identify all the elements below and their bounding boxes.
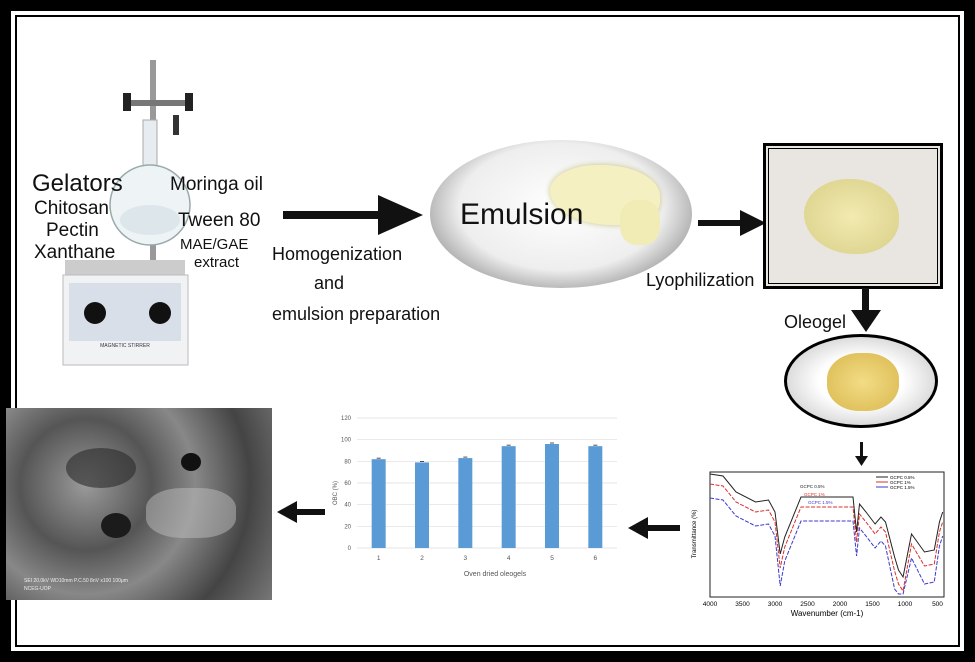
y-tick-label: 100	[341, 438, 352, 444]
emulsion-preparation-label: emulsion preparation	[272, 304, 441, 324]
bar	[458, 458, 473, 548]
y-tick-label: 40	[344, 503, 351, 509]
ftir-spectrum-chart: Transmittance (%) Wavenumber (cm-1) 4000…	[692, 471, 945, 618]
sem-caption-1: SEI 20.0kV WD10mm P.C.50 8nV x100 100μm	[24, 578, 128, 584]
ftir-ylabel: Transmittance (%)	[692, 510, 698, 559]
gelator-xanthane: Xanthane	[34, 242, 116, 263]
x-tick-label: 2000	[833, 601, 848, 608]
gelator-pectin: Pectin	[46, 220, 99, 241]
bar	[371, 459, 386, 548]
x-tick-label: 1	[377, 555, 381, 562]
gelator-chitosan: Chitosan	[34, 198, 109, 219]
x-tick-label: 5	[550, 555, 554, 562]
arrow-down-icon	[851, 288, 881, 332]
oleogel-photo	[784, 334, 938, 428]
sem-micrograph: SEI 20.0kV WD10mm P.C.50 8nV x100 100μm …	[6, 408, 272, 600]
lyophilized-photo	[763, 143, 943, 289]
bar	[501, 446, 516, 548]
moringa-oil-label: Moringa oil	[170, 174, 263, 195]
legend-entry: GCPC 0.5%	[890, 475, 915, 480]
and-label: and	[314, 273, 345, 293]
legend-entry: GCPC 1.5%	[890, 485, 915, 490]
x-tick-label: 2500	[800, 601, 815, 608]
bar	[545, 444, 559, 548]
y-tick-label: 0	[348, 546, 352, 552]
ftir-series-line	[709, 473, 944, 579]
x-tick-label: 500	[932, 601, 943, 608]
series-annotation: GCPC 0.5%	[800, 484, 825, 489]
ftir-xlabel: Wavenumber (cm-1)	[791, 609, 864, 618]
arrow-right-icon	[698, 210, 766, 236]
oleogel-label: Oleogel	[784, 312, 847, 332]
y-tick-label: 120	[341, 416, 352, 422]
extract-label-2: extract	[194, 254, 240, 271]
gelators-title: Gelators	[32, 170, 123, 197]
x-tick-label: 4000	[703, 601, 718, 608]
x-tick-label: 3000	[768, 601, 783, 608]
bar-xlabel: Oven dried oleogels	[464, 571, 527, 578]
y-tick-label: 80	[344, 459, 351, 465]
x-tick-label: 1000	[898, 601, 913, 608]
series-annotation: GCPC 1.5%	[808, 500, 833, 505]
magnetic-stirrer-illustration: MAGNETIC STIRRER	[62, 60, 193, 366]
x-tick-label: 2	[420, 555, 424, 562]
x-tick-label: 4	[507, 555, 511, 562]
x-tick-label: 3500	[735, 601, 750, 608]
ftir-series-line	[709, 483, 944, 593]
obc-bar-chart: OBC (%) Oven dried oleogels 0 20 40 60 80 100…	[333, 416, 617, 578]
x-tick-label: 3	[464, 555, 468, 562]
y-tick-label: 20	[344, 524, 351, 530]
x-tick-label: 1500	[865, 601, 880, 608]
homogenization-label: Homogenization	[272, 244, 403, 264]
bar	[415, 462, 429, 548]
stirrer-label: MAGNETIC STIRRER	[100, 343, 150, 349]
gelators-list: Chitosan Pectin Xanthane	[32, 198, 115, 264]
bar	[588, 446, 603, 548]
x-tick-label: 6	[594, 555, 598, 562]
extract-label-1: MAE/GAE	[180, 236, 249, 253]
bar-ylabel: OBC (%)	[333, 481, 339, 505]
series-annotation: GCPC 1%	[804, 492, 825, 497]
arrow-down-icon	[855, 442, 868, 466]
legend-entry: GCPC 1%	[890, 480, 911, 485]
sem-caption-2: NCEG-UOP	[24, 586, 51, 592]
arrow-left-icon	[277, 501, 325, 523]
arrow-right-icon	[283, 195, 423, 235]
arrow-left-icon	[628, 517, 680, 539]
y-tick-label: 60	[344, 481, 351, 487]
emulsion-label: Emulsion	[460, 198, 584, 231]
emulsion-photo	[430, 140, 692, 288]
ftir-series-line	[709, 497, 944, 595]
lyophilization-label: Lyophilization	[646, 270, 755, 290]
tween-80-label: Tween 80	[178, 210, 261, 231]
